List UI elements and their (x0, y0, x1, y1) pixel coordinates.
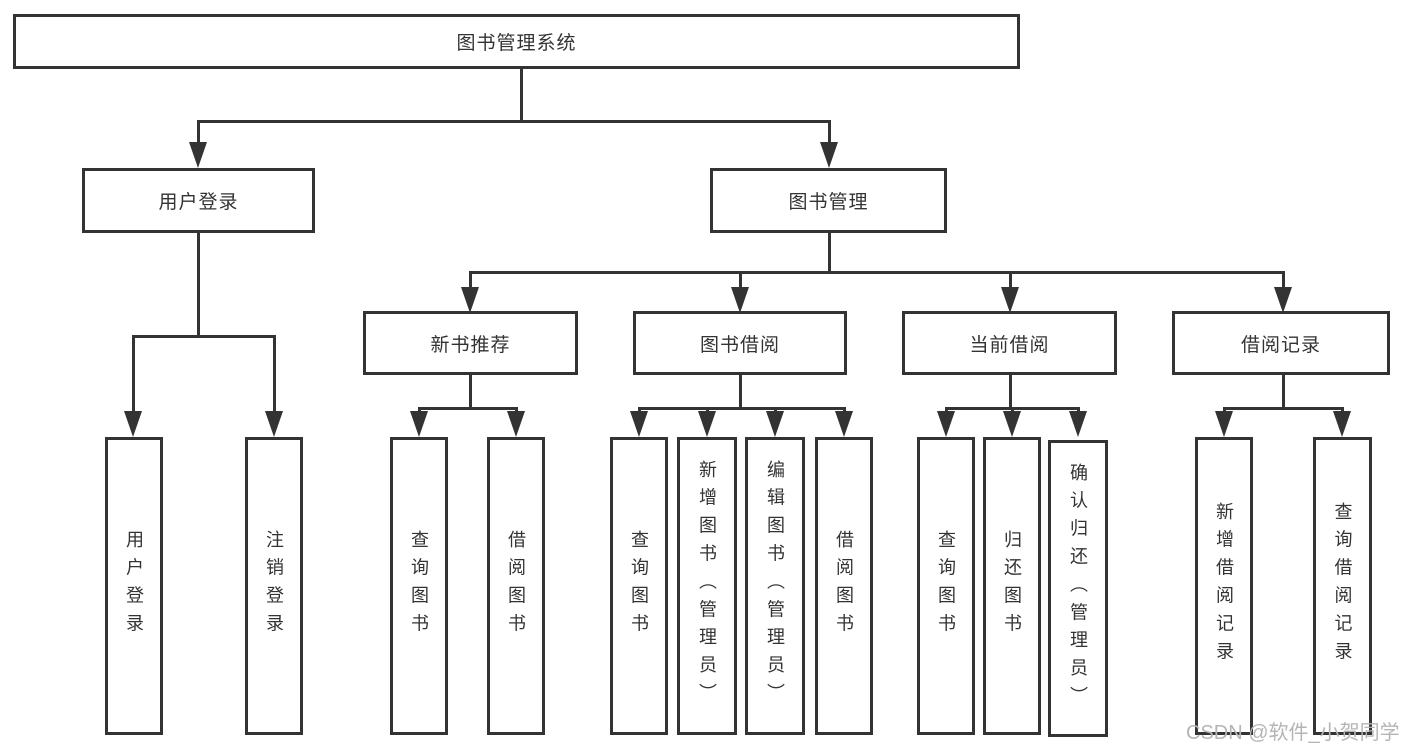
node-user-login-label: 用户登录 (158, 192, 239, 213)
connector-drop-newbook (469, 271, 472, 293)
arrow-down-icon (265, 411, 283, 437)
connector-borrowrecords-rail (1223, 407, 1343, 410)
leaf-add-borrow-record-label: 新增借阅记录 (1214, 502, 1234, 670)
arrow-down-icon (1274, 287, 1292, 313)
arrow-down-icon (835, 411, 853, 437)
node-borrow-records-label: 借阅记录 (1240, 334, 1321, 356)
leaf-logout-label: 注销登录 (264, 530, 284, 642)
node-new-book-recommend-label: 新书推荐 (430, 334, 511, 356)
leaf-add-books-admin: 新增图书（管理员） (677, 437, 737, 735)
node-book-management-label: 图书管理 (788, 192, 869, 213)
node-current-borrow: 当前借阅 (902, 311, 1117, 375)
arrow-down-icon (630, 411, 648, 437)
leaf-return-books-label: 归还图书 (1002, 530, 1022, 642)
connector-newbook-rail (418, 407, 518, 410)
leaf-add-borrow-record: 新增借阅记录 (1195, 437, 1253, 735)
connector-bookmgmt-stem (828, 233, 831, 274)
connector-drop-currentborrow (1009, 271, 1012, 293)
arrow-down-icon (937, 411, 955, 437)
node-book-borrow: 图书借阅 (633, 311, 847, 375)
arrow-down-icon (1215, 411, 1233, 437)
node-root-label: 图书管理系统 (456, 33, 577, 54)
arrow-down-icon (820, 142, 838, 168)
arrow-down-icon (507, 411, 525, 437)
node-user-login: 用户登录 (82, 168, 315, 233)
leaf-return-books: 归还图书 (983, 437, 1041, 735)
leaf-confirm-return-admin-label: 确认归还（管理员） (1068, 462, 1088, 715)
leaf-borrow-books-label: 借阅图书 (506, 530, 526, 642)
node-book-management: 图书管理 (710, 168, 947, 233)
csdn-watermark: CSDN @软件_小贺同学 (1186, 722, 1400, 744)
node-book-borrow-label: 图书借阅 (699, 334, 780, 356)
node-new-book-recommend: 新书推荐 (363, 311, 578, 375)
arrow-down-icon (461, 287, 479, 313)
connector-drop-login (197, 120, 200, 154)
connector-bookborrow-rail (638, 407, 845, 410)
leaf-query-books-recommend: 查询图书 (390, 437, 448, 735)
connector-bookborrow-stem (739, 375, 742, 410)
connector-drop-bookborrow (739, 271, 742, 293)
arrow-down-icon (766, 411, 784, 437)
connector-drop-login-child1 (132, 335, 135, 415)
node-current-borrow-label: 当前借阅 (969, 334, 1050, 356)
leaf-borrow-books: 借阅图书 (815, 437, 873, 735)
connector-level2-rail (197, 120, 831, 123)
connector-level3-rail (469, 271, 1285, 274)
leaf-query-borrow-record-label: 查询借阅记录 (1332, 502, 1353, 670)
leaf-logout: 注销登录 (245, 437, 303, 735)
connector-newbook-stem (469, 375, 472, 410)
arrow-down-icon (1003, 411, 1021, 437)
connector-borrowrecords-stem (1282, 375, 1285, 410)
leaf-borrow-books-recommend: 借阅图书 (487, 437, 545, 735)
connector-root-stem (520, 69, 523, 123)
leaf-query-books-label: 查询图书 (409, 530, 429, 642)
connector-drop-bookmgmt (828, 120, 831, 154)
arrow-down-icon (1001, 287, 1019, 313)
leaf-query-borrow-record: 查询借阅记录 (1313, 437, 1372, 735)
connector-drop-borrowrecords (1282, 271, 1285, 293)
arrow-down-icon (1069, 411, 1087, 437)
connector-currentborrow-stem (1009, 375, 1012, 410)
leaf-add-books-admin-label: 新增图书（管理员） (697, 460, 717, 712)
connector-login-stem (197, 233, 200, 338)
leaf-query-books-borrow: 查询图书 (610, 437, 668, 735)
leaf-user-login: 用户登录 (105, 437, 163, 735)
leaf-user-login-label: 用户登录 (124, 530, 144, 642)
connector-login-rail (132, 335, 276, 338)
arrow-down-icon (731, 287, 749, 313)
leaf-query-books-label: 查询图书 (936, 530, 956, 642)
leaf-confirm-return-admin: 确认归还（管理员） (1048, 440, 1108, 737)
connector-drop-login-child2 (273, 335, 276, 415)
leaf-edit-books-admin: 编辑图书（管理员） (745, 437, 805, 735)
leaf-borrow-books-label: 借阅图书 (834, 530, 854, 642)
arrow-down-icon (189, 142, 207, 168)
leaf-query-books-current: 查询图书 (917, 437, 975, 735)
arrow-down-icon (410, 411, 428, 437)
arrow-down-icon (1333, 411, 1351, 437)
node-borrow-records: 借阅记录 (1172, 311, 1390, 375)
node-root-system: 图书管理系统 (13, 14, 1020, 69)
leaf-edit-books-admin-label: 编辑图书（管理员） (765, 460, 785, 712)
leaf-query-books-label: 查询图书 (629, 530, 649, 642)
arrow-down-icon (698, 411, 716, 437)
arrow-down-icon (124, 411, 142, 437)
